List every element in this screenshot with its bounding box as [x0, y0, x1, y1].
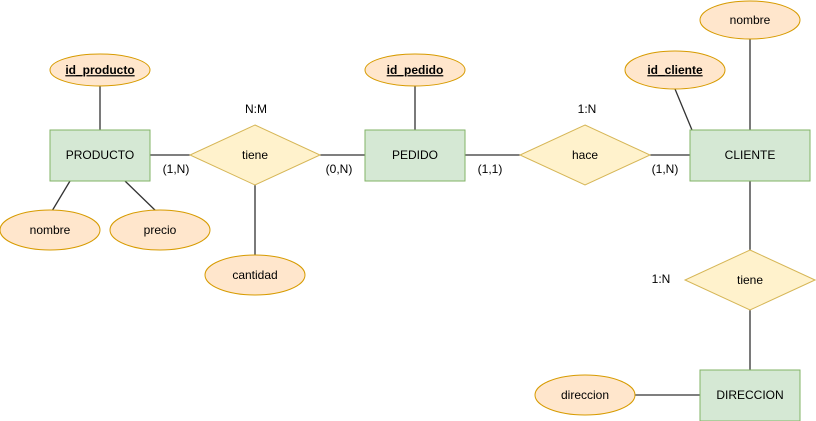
attribute-precio[interactable]: precio	[109, 209, 211, 251]
entity-direccion[interactable]: DIRECCION	[699, 369, 801, 421]
entity-producto-label: PRODUCTO	[66, 148, 134, 162]
relationship-tiene-cd-label: tiene	[737, 273, 763, 287]
cardinality-hace-cliente: (1,N)	[652, 162, 679, 176]
line-producto-nombre	[51, 180, 71, 212]
attribute-producto-nombre-label: nombre	[30, 223, 71, 237]
entity-producto-box[interactable]	[49, 129, 151, 182]
attribute-cantidad[interactable]: cantidad	[204, 254, 306, 296]
relationship-hace[interactable]: hace	[518, 124, 652, 186]
connector-lines	[51, 39, 751, 396]
relationship-type-nm: N:M	[245, 102, 267, 116]
attribute-id-cliente-label: id_cliente	[647, 63, 703, 77]
relationship-type-tiene-cd: 1:N	[652, 272, 671, 286]
attribute-id-producto-ellipse[interactable]	[49, 53, 151, 87]
attribute-id-cliente[interactable]: id_cliente	[624, 50, 726, 90]
entity-cliente-label: CLIENTE	[725, 148, 776, 162]
attribute-direccion[interactable]: direccion	[534, 374, 636, 416]
relationship-tiene-producto-pedido[interactable]: tiene	[188, 124, 322, 186]
relationship-hace-diamond[interactable]	[518, 124, 652, 186]
line-producto-precio	[124, 180, 159, 214]
attribute-id-producto[interactable]: id_producto	[49, 53, 151, 87]
relationship-tiene-cd-diamond[interactable]	[683, 249, 816, 311]
entity-pedido[interactable]: PEDIDO	[364, 129, 466, 182]
attribute-id-pedido-ellipse[interactable]	[364, 53, 466, 87]
attribute-cliente-nombre[interactable]: nombre	[699, 0, 801, 40]
attribute-id-cliente-ellipse[interactable]	[624, 50, 726, 90]
entity-pedido-label: PEDIDO	[392, 148, 438, 162]
relationship-tiene-label: tiene	[242, 148, 268, 162]
relationship-type-hace: 1:N	[578, 102, 597, 116]
attribute-id-producto-label: id_producto	[65, 63, 134, 77]
attribute-cliente-nombre-ellipse[interactable]	[699, 0, 801, 40]
attribute-precio-label: precio	[144, 223, 177, 237]
attribute-cliente-nombre-label: nombre	[730, 13, 771, 27]
entity-pedido-box[interactable]	[364, 129, 466, 182]
attribute-id-pedido[interactable]: id_pedido	[364, 53, 466, 87]
line-idcliente-cliente	[674, 88, 693, 131]
attribute-id-pedido-label: id_pedido	[387, 63, 444, 77]
relationship-tiene-cliente-direccion[interactable]: tiene	[683, 249, 816, 311]
attribute-producto-nombre-ellipse[interactable]	[0, 209, 101, 251]
cardinality-pedido-hace: (1,1)	[478, 162, 503, 176]
relationship-hace-label: hace	[572, 148, 598, 162]
entity-direccion-label: DIRECCION	[716, 388, 783, 402]
relationship-tiene-diamond[interactable]	[188, 124, 322, 186]
cardinality-tiene-pedido: (0,N)	[326, 162, 353, 176]
entity-cliente-box[interactable]	[689, 129, 811, 182]
entity-cliente[interactable]: CLIENTE	[689, 129, 811, 182]
attribute-precio-ellipse[interactable]	[109, 209, 211, 251]
attribute-direccion-ellipse[interactable]	[534, 374, 636, 416]
attribute-producto-nombre[interactable]: nombre	[0, 209, 101, 251]
entity-producto[interactable]: PRODUCTO	[49, 129, 151, 182]
attribute-direccion-label: direccion	[561, 388, 609, 402]
entity-direccion-box[interactable]	[699, 369, 801, 421]
attribute-cantidad-label: cantidad	[232, 268, 277, 282]
attribute-cantidad-ellipse[interactable]	[204, 254, 306, 296]
cardinality-producto-tiene: (1,N)	[163, 162, 190, 176]
